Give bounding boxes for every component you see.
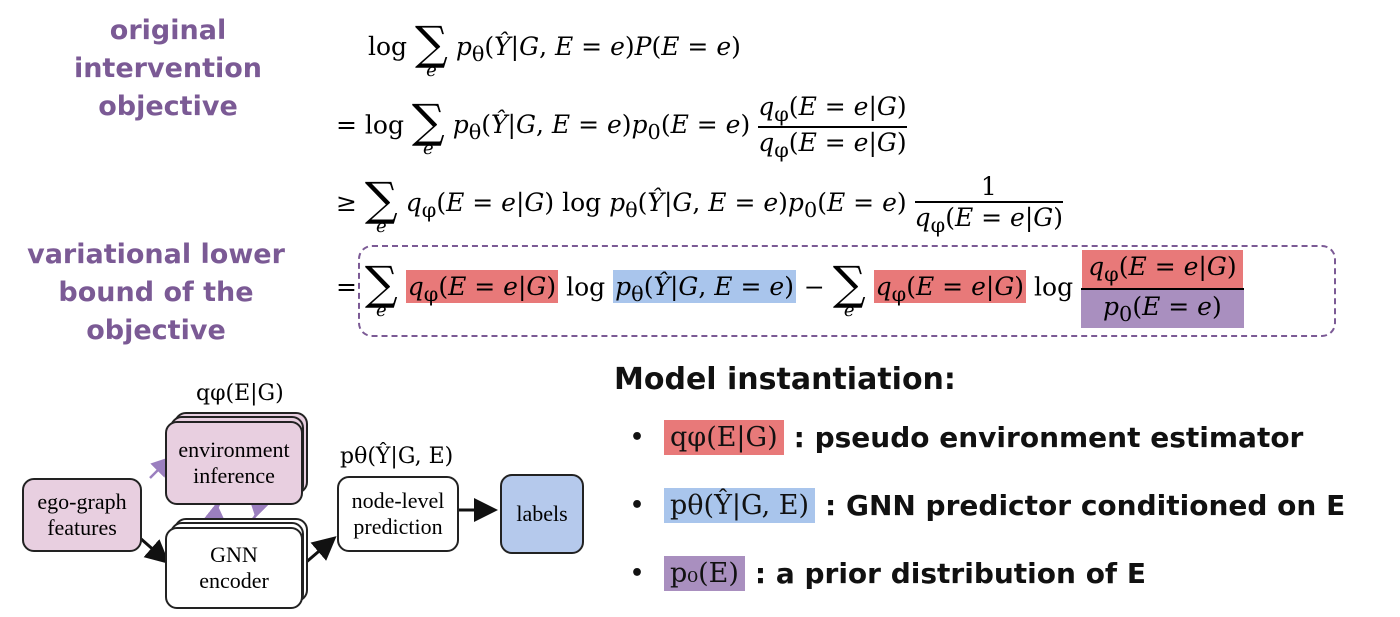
node-label: node-level xyxy=(351,488,445,513)
bullet: • xyxy=(630,493,645,518)
model-item-prior: • p₀(E) : a prior distribution of E xyxy=(630,556,1146,591)
heading-line: variational lower xyxy=(27,239,285,270)
model-item-text: : a prior distribution of E xyxy=(754,557,1146,590)
q-phi-chip: qφ(E|G) xyxy=(664,420,784,455)
model-item-p: • pθ(Ŷ|G, E) : GNN predictor conditioned… xyxy=(630,488,1345,523)
heading-line: bound of the xyxy=(58,277,254,308)
p-theta-chip: pθ(Ŷ|G, E) xyxy=(664,488,816,523)
model-item-text: : pseudo environment estimator xyxy=(793,421,1304,454)
ego-graph-features-node: ego-graph features xyxy=(22,478,142,552)
prediction-node: node-level prediction xyxy=(337,476,459,552)
lower-bound-box xyxy=(358,245,1336,337)
node-label: features xyxy=(47,515,117,540)
q-term-highlight: qφ(E = e|G) xyxy=(405,270,559,307)
heading-lower-bound: variational lower bound of the objective xyxy=(6,236,306,350)
model-instantiation-title: Model instantiation: xyxy=(614,362,956,397)
bullet: • xyxy=(630,561,645,586)
model-item-text: : GNN predictor conditioned on E xyxy=(825,489,1346,522)
q-phi-label: qφ(E|G) xyxy=(196,381,284,406)
heading-line: original intervention xyxy=(73,15,263,84)
labels-node: labels xyxy=(500,474,584,554)
environment-inference-node: environment inference xyxy=(165,421,303,505)
bullet: • xyxy=(630,425,645,450)
node-label: environment xyxy=(178,437,290,462)
prior-term-highlight: p0(E = e) xyxy=(1081,289,1244,328)
node-label: ego-graph xyxy=(37,489,127,514)
node-label: labels xyxy=(516,501,568,526)
node-label: encoder xyxy=(199,568,269,593)
arrow-gnn-to-pred xyxy=(303,536,337,566)
prior-chip: p₀(E) xyxy=(664,556,745,591)
heading-original-objective: original intervention objective xyxy=(18,12,318,126)
q-term-highlight: qφ(E = e|G) xyxy=(873,270,1027,307)
gnn-encoder-node: GNN encoder xyxy=(165,527,303,609)
node-label: inference xyxy=(193,463,275,488)
arrow-ego-to-gnn xyxy=(139,536,170,564)
p-theta-label: pθ(Ŷ|G, E) xyxy=(340,444,454,469)
q-term-highlight: qφ(E = e|G) xyxy=(1082,250,1243,288)
model-item-q: • qφ(E|G) : pseudo environment estimator xyxy=(630,420,1303,455)
equation-line-4: = ∑e qφ(E = e|G) log pθ(Ŷ|G, E = e) − ∑e… xyxy=(336,250,1244,328)
heading-line: objective xyxy=(86,315,226,346)
equation-line-1: log ∑e pθ(Ŷ|G, E = e)P(E = e) xyxy=(368,16,741,81)
equation-line-2: = log ∑e pθ(Ŷ|G, E = e)p0(E = e) qφ(E = … xyxy=(336,92,907,162)
node-label: GNN xyxy=(210,542,258,567)
heading-line: objective xyxy=(98,91,238,122)
equation-line-3: ≥ ∑e qφ(E = e|G) log pθ(Ŷ|G, E = e)p0(E … xyxy=(336,172,1064,237)
p-term-highlight: pθ(Ŷ|G, E = e) xyxy=(613,270,796,307)
node-label: prediction xyxy=(353,514,443,539)
